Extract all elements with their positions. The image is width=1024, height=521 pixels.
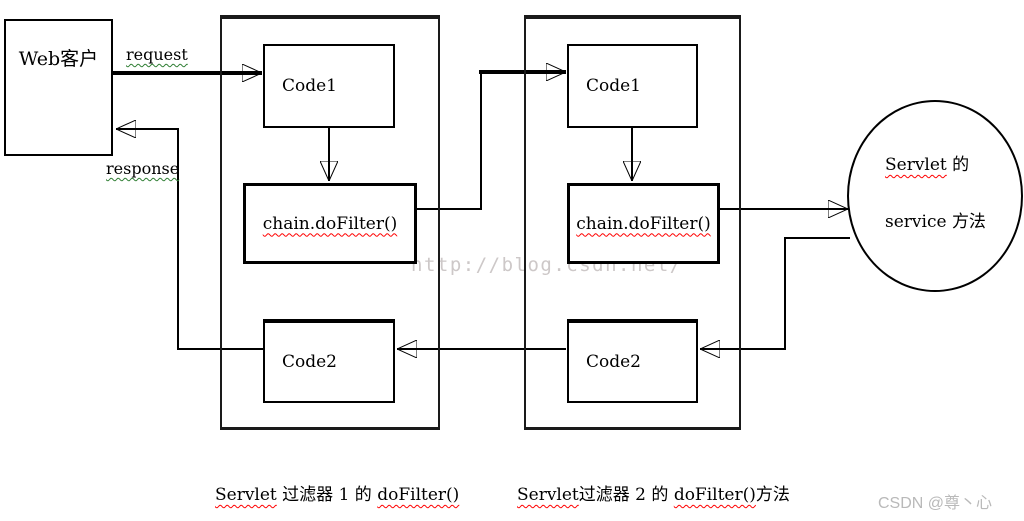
servlet-line1: Servlet 的 [885,154,1021,176]
request-label-text: request [126,45,188,64]
filter1-caption-rest: 过滤器 1 的 [276,485,378,505]
filter1-chain-label: chain.doFilter() [262,213,398,234]
request-label: request [126,46,188,64]
filter1-chain-elbow-line [416,72,482,210]
filter1-container [220,15,440,430]
servlet-line1-word: Servlet [885,155,947,175]
filter1-code2-box: Code2 [263,319,395,403]
filter2-chain-label: chain.doFilter() [576,213,711,234]
corner-watermark: CSDN @尊丶心 [878,495,993,512]
filter2-code1-box: Code1 [567,44,698,128]
filter1-caption-servlet: Servlet [215,485,277,505]
filter1-code1-box: Code1 [263,44,395,128]
filter1-caption: Servlet 过滤器 1 的 doFilter() [215,484,459,506]
filter2-caption: Servlet过滤器 2 的 doFilter()方法 [517,484,790,506]
response-label: response [106,160,179,178]
filter1-caption-dofilter: doFilter() [377,485,460,505]
servlet-service-ellipse: Servlet 的 service 方法 [847,100,1023,292]
web-client-label: Web客户 [18,48,99,70]
web-client-box: Web客户 [4,19,113,156]
servlet-to-filter2-code2-arrow [700,237,850,349]
filter2-chain-dofilter-box: chain.doFilter() [567,183,720,264]
filter2-caption-dofilter: doFilter() [673,485,756,505]
filter1-code1-label: Code1 [282,76,338,96]
response-label-text: response [106,159,180,178]
filter1-chain-dofilter-box: chain.doFilter() [243,183,417,264]
filter1-code2-label: Code2 [282,352,338,372]
filter2-container [524,15,741,430]
filter2-caption-suffix: 方法 [755,485,790,505]
filter2-code2-label: Code2 [586,352,642,372]
filter2-caption-servlet: Servlet [517,485,579,505]
filter2-code2-box: Code2 [567,319,698,403]
servlet-line2: service 方法 [885,212,986,232]
servlet-line1-rest: 的 [946,155,970,175]
filter2-caption-rest: 过滤器 2 的 [578,485,674,505]
filter2-code1-label: Code1 [586,76,642,96]
